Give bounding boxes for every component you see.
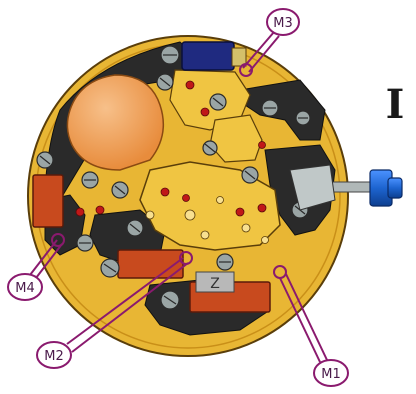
battery	[67, 75, 163, 170]
callout-m4: M4	[8, 274, 42, 300]
component-letter: Z	[210, 276, 220, 292]
callout-m4-label: M4	[15, 281, 35, 296]
position-marker: I	[386, 81, 405, 128]
callout-m1: M1	[314, 360, 348, 386]
callout-m2: M2	[37, 342, 71, 368]
callout-m3: M3	[267, 9, 299, 35]
callout-m3-label: M3	[273, 16, 293, 31]
component-z: Z	[196, 272, 234, 292]
callout-m2-label: M2	[44, 349, 64, 364]
coil-m4	[33, 175, 63, 227]
callout-m1-label: M1	[321, 367, 341, 382]
crown	[370, 170, 402, 206]
